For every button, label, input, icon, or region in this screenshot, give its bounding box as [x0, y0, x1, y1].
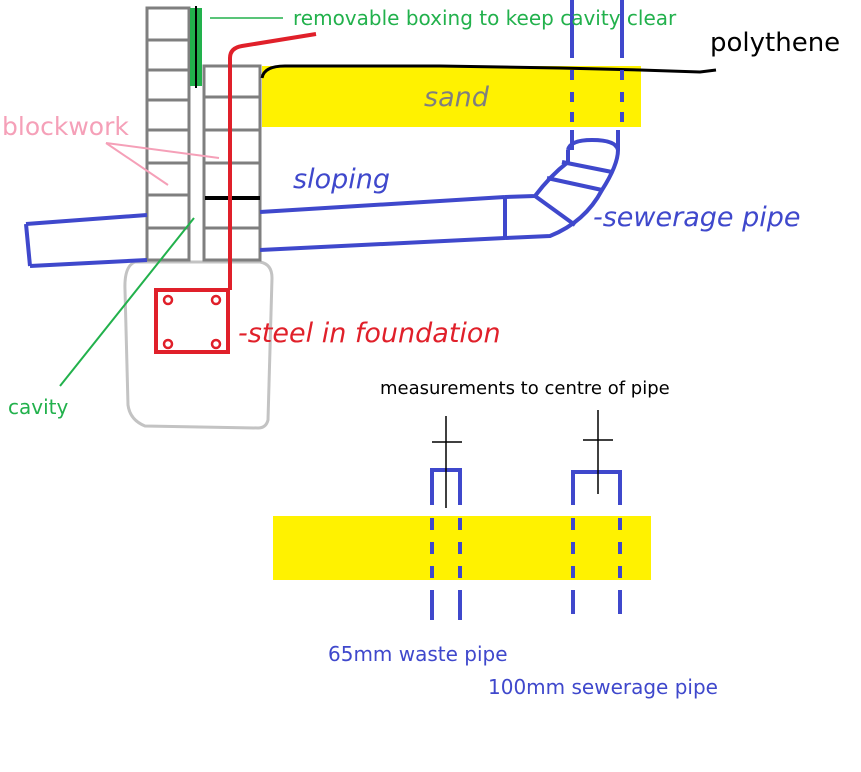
blockwork-leader-1 — [105, 142, 220, 159]
steel-label: -steel in foundation — [238, 318, 501, 349]
sloping-label: sloping — [293, 164, 390, 195]
steel-reinforcement — [154, 32, 317, 354]
blockwork-label: blockwork — [2, 112, 129, 141]
centre-mark-sewerage — [583, 410, 613, 494]
sloping-pipe — [24, 138, 620, 268]
cavity-leader — [59, 217, 195, 387]
sand-label: sand — [424, 82, 490, 113]
polythene-label: polythene — [710, 28, 840, 58]
measurements-label: measurements to centre of pipe — [380, 378, 670, 399]
blockwork-leader-2 — [105, 142, 169, 186]
vertical-sewerage-pipe — [570, 0, 624, 150]
outer-blockwork-leaf — [145, 6, 191, 262]
polythene-line — [260, 64, 717, 79]
concrete-foundation — [123, 260, 274, 430]
sewerage-pipe-label: -sewerage pipe — [593, 202, 800, 233]
sewerage-pipe-100-label: 100mm sewerage pipe — [488, 675, 718, 699]
removable-boxing — [190, 6, 202, 88]
sand-layer — [262, 66, 641, 127]
centre-mark-waste — [432, 416, 462, 508]
boxing-label: removable boxing to keep cavity clear — [293, 6, 677, 30]
waste-pipe-label: 65mm waste pipe — [328, 642, 508, 666]
cavity-label: cavity — [8, 395, 68, 419]
sewerage-pipe-100mm — [571, 470, 622, 614]
